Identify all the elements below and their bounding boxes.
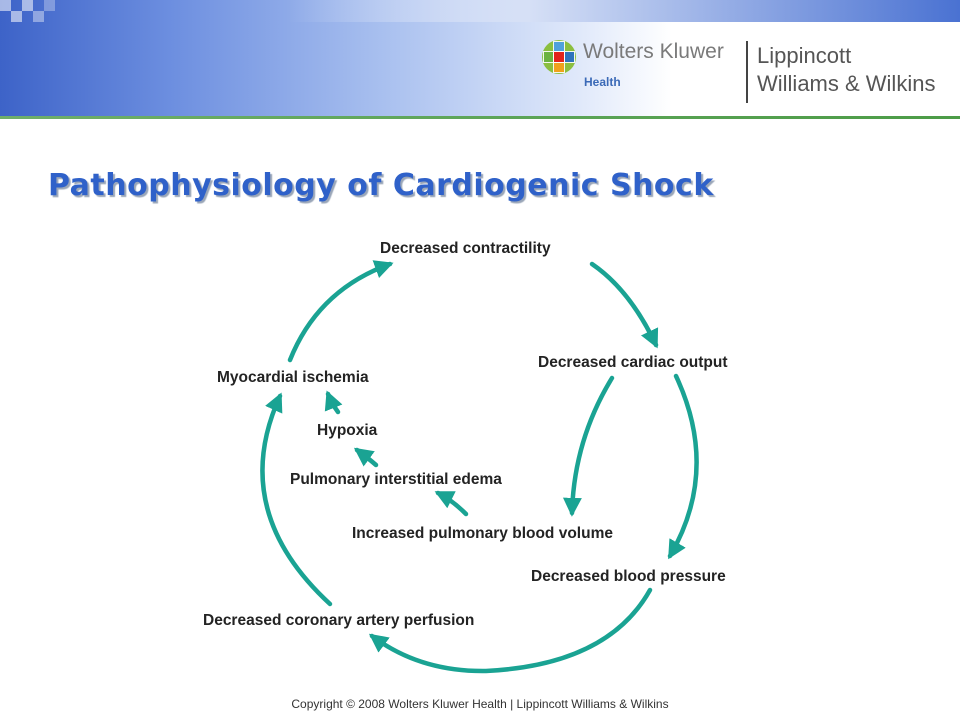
- header-top-stripe: [0, 0, 960, 22]
- checker-pattern: [0, 0, 55, 22]
- brand-sub: Health: [584, 75, 621, 89]
- header-rule: [0, 116, 960, 119]
- arrow-blood-pressure-to-coronary-perfusion: [368, 587, 653, 674]
- arrow-cardiac-output-to-blood-pressure: [667, 373, 699, 560]
- node-decreased-blood-pressure: Decreased blood pressure: [531, 568, 726, 585]
- wolters-kluwer-logo-icon: [542, 40, 576, 74]
- node-hypoxia: Hypoxia: [317, 422, 378, 439]
- arrow-coronary-perfusion-to-ischemia: [260, 392, 333, 607]
- node-myocardial-ischemia: Myocardial ischemia: [217, 369, 369, 386]
- header-banner: Wolters Kluwer Health Lippincott William…: [0, 0, 960, 119]
- node-decreased-contractility: Decreased contractility: [380, 240, 551, 257]
- node-decreased-coronary-artery-perfusion: Decreased coronary artery perfusion: [203, 612, 474, 629]
- brand-divider: [746, 41, 748, 103]
- node-pulmonary-interstitial-edema: Pulmonary interstitial edema: [290, 471, 502, 488]
- copyright-footer: Copyright © 2008 Wolters Kluwer Health |…: [291, 697, 669, 711]
- arrow-pulmonary-volume-to-edema: [434, 490, 469, 517]
- arrow-hypoxia-to-ischemia: [324, 390, 343, 415]
- brand-name: Wolters Kluwer: [583, 40, 724, 63]
- node-decreased-cardiac-output: Decreased cardiac output: [538, 354, 728, 371]
- arrow-edema-to-hypoxia: [353, 447, 379, 468]
- arrow-cardiac-output-to-pulmonary-volume: [562, 375, 615, 517]
- lww-line-1: Lippincott: [757, 43, 852, 68]
- lww-line-2: Williams & Wilkins: [757, 71, 936, 96]
- node-increased-pulmonary-blood-volume: Increased pulmonary blood volume: [352, 525, 613, 542]
- arrow-contractility-to-cardiac-output: [589, 261, 659, 349]
- slide-title: Pathophysiology of Cardiogenic Shock: [48, 168, 714, 203]
- lww-brand: Lippincott Williams & Wilkins: [757, 42, 935, 98]
- arrow-ischemia-to-contractility: [287, 260, 394, 363]
